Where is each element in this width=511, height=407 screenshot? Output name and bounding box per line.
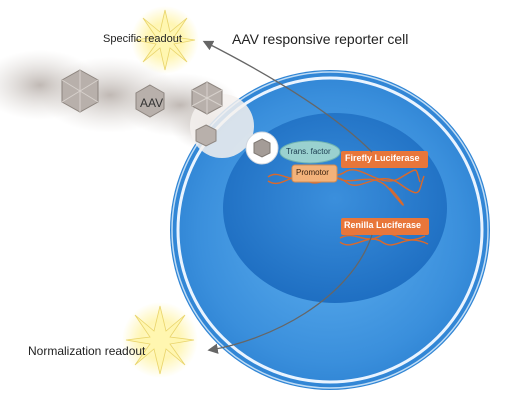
aav-virion-icon bbox=[253, 138, 271, 158]
specific-readout-label: Specific readout bbox=[103, 33, 182, 45]
aav-virion-icon bbox=[191, 81, 223, 115]
renilla-box bbox=[341, 218, 429, 235]
promotor-box bbox=[291, 164, 338, 183]
promotor-label: Promotor bbox=[296, 168, 329, 177]
aav-label: AAV bbox=[140, 96, 164, 110]
firefly-box bbox=[341, 151, 428, 168]
firefly-luciferase-label: Firefly Luciferase bbox=[345, 153, 420, 163]
specific-arrow bbox=[202, 40, 373, 153]
starburst-icon bbox=[122, 302, 198, 378]
aav-virion-icon bbox=[195, 124, 217, 147]
aav-virion-icon bbox=[135, 84, 165, 118]
diagram-title: AAV responsive reporter cell bbox=[232, 31, 409, 47]
starburst-icon bbox=[131, 6, 199, 74]
aav-virion-icon bbox=[61, 69, 99, 113]
normalization-arrow bbox=[207, 234, 373, 354]
trans-factor bbox=[279, 140, 341, 164]
normalization-readout-label: Normalization readout bbox=[28, 344, 146, 358]
renilla-luciferase-label: Renilla Luciferase bbox=[344, 220, 422, 230]
trans-factor-label: Trans. factor bbox=[286, 147, 331, 156]
